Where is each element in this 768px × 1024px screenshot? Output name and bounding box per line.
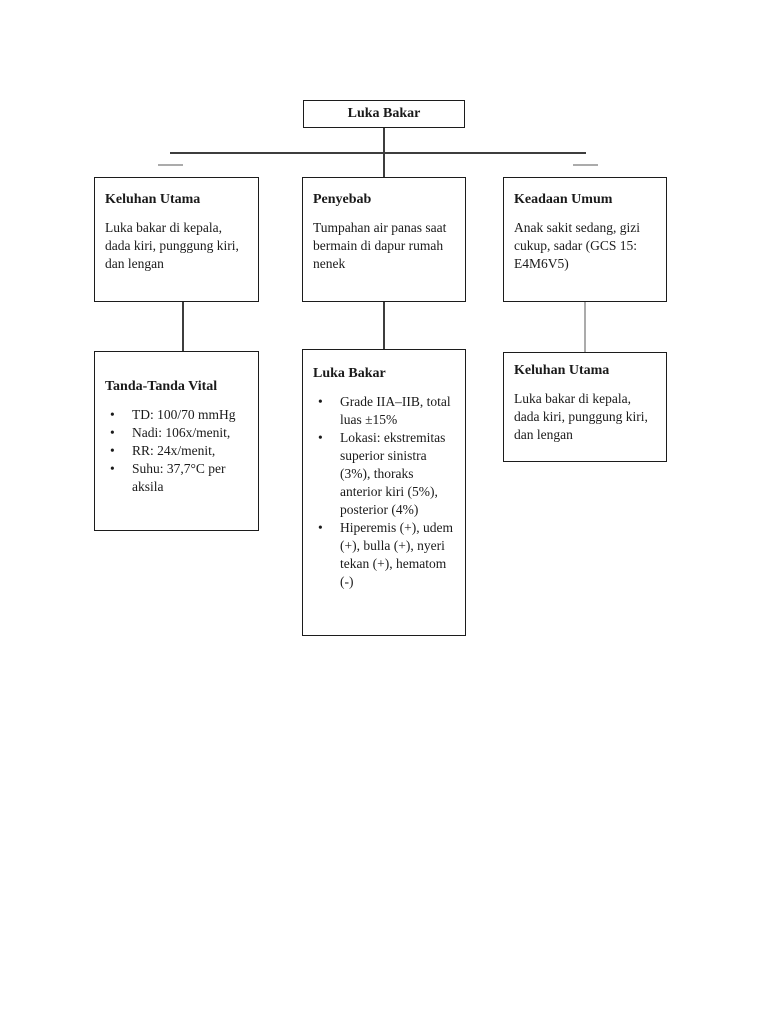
bullet-item: • Lokasi: ekstremitas superior sinistra (… — [313, 429, 455, 519]
bullet-icon: • — [318, 394, 323, 409]
bullet-icon: • — [318, 520, 323, 535]
connector-middle-vertical — [383, 302, 385, 349]
node-penyebab: Penyebab Tumpahan air panas saat bermain… — [302, 177, 466, 302]
bullet-item: • Grade IIA–IIB, total luas ±15% — [313, 393, 455, 429]
bullet-list: • Grade IIA–IIB, total luas ±15% • Lokasi: … — [313, 393, 455, 591]
bullet-item: • Hiperemis (+), udem (+), bulla (+), nye… — [313, 519, 455, 591]
node-keluhan-utama-2: Keluhan Utama Luka bakar di kepala, dada… — [503, 352, 667, 462]
bullet-item: • TD: 100/70 mmHg — [105, 406, 248, 424]
node-title: Penyebab — [313, 192, 372, 207]
connector-left-vertical — [182, 302, 184, 351]
connector-dash-left — [158, 164, 183, 166]
bullet-text: Hiperemis (+), udem (+), bulla (+), nyer… — [340, 520, 453, 589]
node-title: Keluhan Utama — [105, 192, 201, 207]
bullet-icon: • — [110, 461, 115, 476]
bullet-item: • Nadi: 106x/menit, — [105, 424, 248, 442]
node-body: Tumpahan air panas saat bermain di dapur… — [313, 220, 447, 271]
bullet-text: TD: 100/70 mmHg — [132, 407, 236, 422]
bullet-text: Nadi: 106x/menit, — [132, 425, 231, 440]
node-body: Luka bakar di kepala, dada kiri, punggun… — [105, 220, 239, 271]
node-luka-bakar-detail: Luka Bakar • Grade IIA–IIB, total luas ±1… — [302, 349, 466, 636]
node-tanda-tanda-vital: Tanda-Tanda Vital • TD: 100/70 mmHg • Nadi:… — [94, 351, 259, 531]
connector-dash-right — [573, 164, 598, 166]
bullet-icon: • — [110, 407, 115, 422]
node-keluhan-utama: Keluhan Utama Luka bakar di kepala, dada… — [94, 177, 259, 302]
node-luka-bakar-root: Luka Bakar — [303, 100, 465, 128]
node-body: Luka bakar di kepala, dada kiri, punggun… — [514, 391, 648, 442]
connector-horizontal-bar — [170, 152, 586, 154]
node-keadaan-umum: Keadaan Umum Anak sakit sedang, gizi cuk… — [503, 177, 667, 302]
bullet-item: • RR: 24x/menit, — [105, 442, 248, 460]
bullet-text: Grade IIA–IIB, total luas ±15% — [340, 394, 451, 427]
bullet-list: • TD: 100/70 mmHg • Nadi: 106x/menit, • RR: 2… — [105, 406, 248, 496]
node-title: Luka Bakar — [313, 366, 386, 381]
bullet-item: • Suhu: 37,7°C per aksila — [105, 460, 248, 496]
root-node-title: Luka Bakar — [347, 106, 421, 121]
bullet-text: Lokasi: ekstremitas superior sinistra (3… — [340, 430, 446, 517]
node-title: Keadaan Umum — [514, 192, 613, 207]
node-title: Keluhan Utama — [514, 363, 610, 378]
bullet-text: RR: 24x/menit, — [132, 443, 216, 458]
bullet-icon: • — [318, 430, 323, 445]
node-title: Tanda-Tanda Vital — [105, 379, 218, 394]
bullet-icon: • — [110, 425, 115, 440]
connector-right-vertical — [584, 302, 586, 352]
node-body: Anak sakit sedang, gizi cukup, sadar (GC… — [514, 220, 640, 271]
bullet-icon: • — [110, 443, 115, 458]
bullet-text: Suhu: 37,7°C per aksila — [132, 461, 226, 494]
